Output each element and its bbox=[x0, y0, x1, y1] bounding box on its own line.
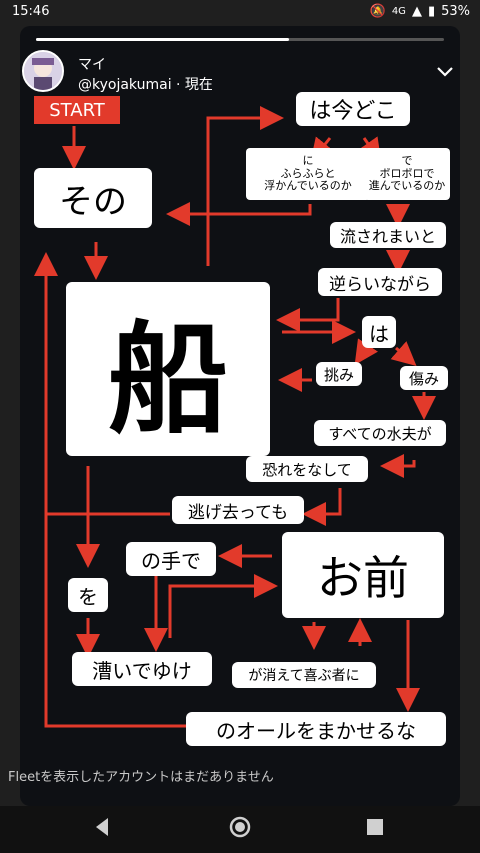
clock: 15:46 bbox=[12, 4, 50, 19]
arrow-koide-omae bbox=[168, 574, 278, 638]
arrow-fune-hima bbox=[206, 106, 284, 266]
flow-susunde: 進んでいるのか bbox=[368, 179, 446, 193]
story-progress bbox=[36, 38, 444, 41]
arrow-ukande-sono bbox=[166, 202, 312, 226]
flow-wo: を bbox=[68, 578, 108, 612]
flow-nigesatte: 逃げ去っても bbox=[172, 496, 304, 524]
recents-icon[interactable] bbox=[366, 818, 384, 840]
user-handle: @kyojakumai · 現在 bbox=[78, 77, 213, 93]
flow-osore: 恐れをなして bbox=[246, 456, 368, 482]
avatar[interactable] bbox=[22, 50, 64, 92]
status-bar: 15:46 🔕 4G ▲ ▮ 53% bbox=[0, 0, 480, 26]
flow-itami: 傷み bbox=[400, 366, 448, 390]
flow-sono: その bbox=[34, 168, 152, 228]
flow-kiete: が消えて喜ぶ者に bbox=[232, 662, 376, 688]
flow-ni: に ふらふらと 浮かんでいるのか bbox=[246, 148, 370, 200]
home-icon[interactable] bbox=[228, 815, 252, 843]
mute-icon: 🔕 bbox=[369, 4, 386, 19]
story-progress-fill bbox=[36, 38, 289, 41]
flow-fura: ふらふらと bbox=[280, 166, 336, 180]
arrow-sakarai-fune bbox=[276, 298, 340, 332]
line-oar-loop bbox=[34, 252, 186, 728]
flow-ha: は bbox=[362, 316, 396, 348]
arrow-osore-nigesatte bbox=[302, 488, 342, 526]
flow-sakarai: 逆らいながら bbox=[318, 268, 442, 296]
flow-de: で ボロボロで 進んでいるのか bbox=[364, 148, 450, 200]
flow-note: の手で bbox=[126, 542, 216, 576]
flow-boro: ボロボロで bbox=[379, 166, 435, 180]
flow-omae: お前 bbox=[282, 532, 444, 618]
fleet-notice: Fleetを表示したアカウントはまだありません bbox=[8, 770, 274, 785]
chevron-down-icon[interactable] bbox=[434, 64, 460, 84]
flow-oar: のオールをまかせるな bbox=[186, 712, 446, 746]
flow-koide: 漕いでゆけ bbox=[72, 652, 212, 686]
android-nav-bar bbox=[0, 806, 480, 853]
start-label: START bbox=[34, 96, 120, 124]
arrow-subete-osore bbox=[380, 454, 416, 478]
flow-nagasare: 流されまいと bbox=[330, 222, 446, 248]
flow-arrows bbox=[34, 106, 436, 728]
flow-ukande: 浮かんでいるのか bbox=[264, 179, 352, 193]
flow-fune: 船 bbox=[66, 282, 270, 456]
flow-idomi: 挑み bbox=[316, 362, 362, 386]
back-icon[interactable] bbox=[92, 816, 112, 842]
battery-level: 53% bbox=[441, 4, 470, 19]
signal-icon: ▲ bbox=[411, 4, 422, 19]
status-icons: 🔕 4G ▲ ▮ 53% bbox=[370, 4, 470, 19]
fleet-card[interactable]: マイ @kyojakumai · 現在 START bbox=[20, 26, 460, 806]
flow-ni-particle: に bbox=[302, 154, 314, 168]
arrow-ha-itami bbox=[390, 341, 417, 366]
network-label: 4G bbox=[391, 6, 406, 17]
flow-subete: すべての水夫が bbox=[314, 420, 446, 446]
user-name[interactable]: マイ bbox=[78, 57, 106, 73]
flow-de-particle: で bbox=[401, 154, 413, 168]
battery-icon: ▮ bbox=[427, 4, 436, 19]
flow-ha-ima: は今どこ bbox=[296, 92, 410, 126]
